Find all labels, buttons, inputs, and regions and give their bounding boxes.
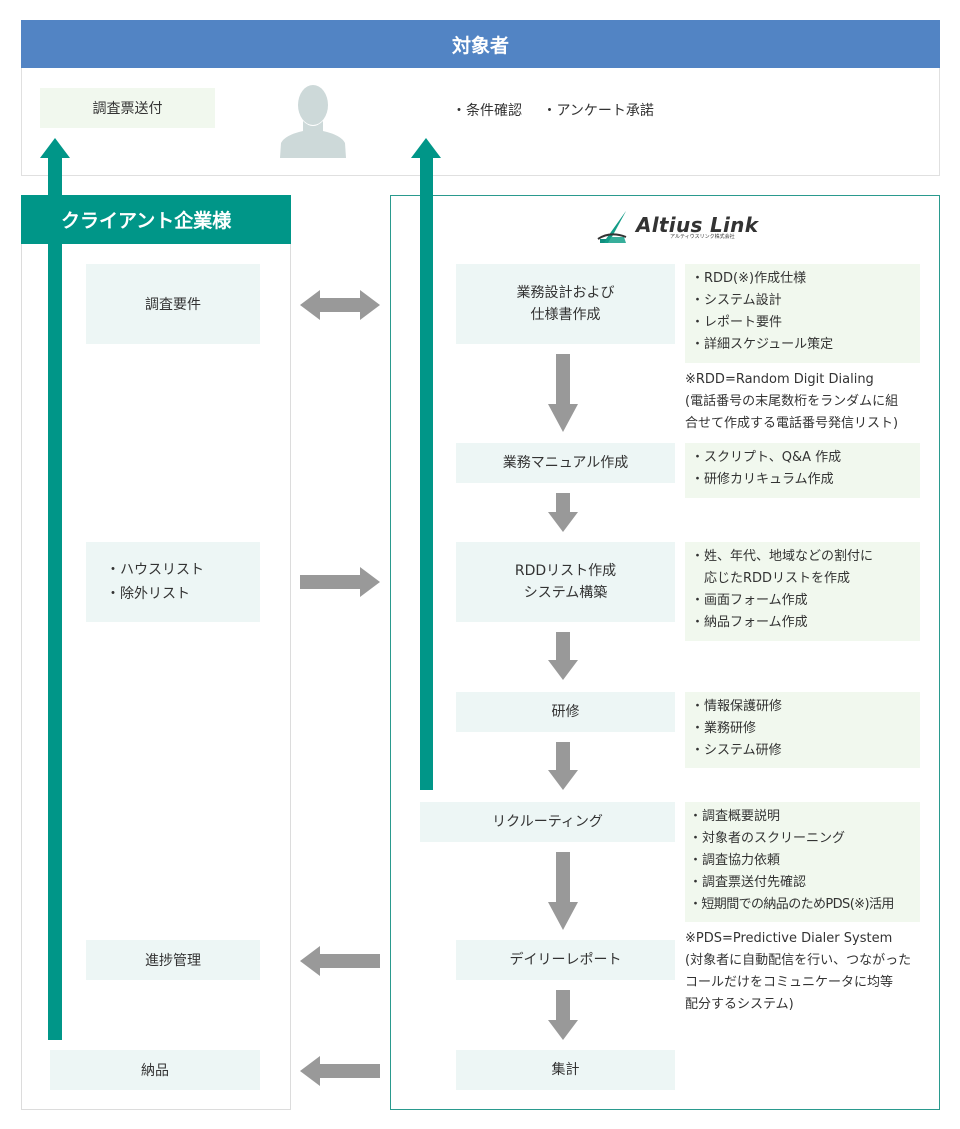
left-arrow-delivery <box>300 1056 380 1086</box>
note-design-spec: ・RDD(※)作成仕様 ・システム設計 ・レポート要件 ・詳細スケジュール策定 <box>685 264 920 363</box>
down-arrow-1 <box>548 354 578 432</box>
note-item: ・レポート要件 <box>691 315 783 330</box>
step-line: 研修 <box>551 704 580 720</box>
down-arrow-5 <box>548 852 578 930</box>
footnote-line: (電話番号の末尾数桁をランダムに組 <box>685 394 899 409</box>
footnote-line: 合せて作成する電話番号発信リスト) <box>685 416 899 431</box>
altius-logo: Altius Link アルティウスリンク株式会社 <box>596 207 758 247</box>
note-item: ・調査概要説明 <box>689 809 781 824</box>
note-item: ・研修カリキュラム作成 <box>691 472 834 487</box>
step-training: 研修 <box>456 692 675 732</box>
note-rdd-list: ・姓、年代、地域などの割付に 応じたRDDリストを作成 ・画面フォーム作成 ・納… <box>685 542 920 641</box>
survey-send-box: 調査票送付 <box>40 88 215 128</box>
note-item: ・対象者のスクリーニング <box>689 831 846 846</box>
client-box-lists: ・ハウスリスト ・除外リスト <box>86 542 260 622</box>
client-box-delivery: 納品 <box>50 1050 260 1090</box>
note-item: 応じたRDDリストを作成 <box>691 571 851 586</box>
down-arrow-3 <box>548 632 578 680</box>
down-arrow-6 <box>548 990 578 1040</box>
client-box-requirements: 調査要件 <box>86 264 260 344</box>
down-arrow-4 <box>548 742 578 790</box>
note-item: ・納品フォーム作成 <box>691 615 808 630</box>
footnote-line: 配分するシステム) <box>685 997 794 1012</box>
client-list-item: ・ハウスリスト <box>106 562 204 578</box>
altius-logo-mark-icon <box>597 211 627 243</box>
step-line: 仕様書作成 <box>530 307 601 323</box>
altius-logo-text: Altius Link <box>636 212 759 237</box>
note-item: ・調査票送付先確認 <box>689 875 807 890</box>
note-item: ・システム設計 <box>691 293 782 308</box>
step-line: RDDリスト作成 <box>514 563 617 579</box>
step-manual: 業務マニュアル作成 <box>456 443 675 483</box>
footnote-line: ※RDD=Random Digit Dialing <box>685 372 874 387</box>
footnote-line: (対象者に自動配信を行い、つながった <box>685 953 912 968</box>
step-recruiting: リクルーティング <box>420 802 675 842</box>
step-line: 業務設計および <box>516 285 615 301</box>
note-recruiting: ・調査概要説明 ・対象者のスクリーニング ・調査協力依頼 ・調査票送付先確認 ・… <box>685 802 920 922</box>
footnote-pds: ※PDS=Predictive Dialer System (対象者に自動配信を… <box>685 928 911 1016</box>
teal-up-arrow-left <box>40 138 70 1040</box>
note-item: ・画面フォーム作成 <box>691 593 808 608</box>
step-line: システム構築 <box>523 585 608 601</box>
step-aggregation: 集計 <box>456 1050 675 1090</box>
target-items: ・条件確認 ・アンケート承諾 <box>452 100 670 120</box>
note-item: ・詳細スケジュール策定 <box>691 337 834 352</box>
step-design-spec: 業務設計および 仕様書作成 <box>456 264 675 344</box>
client-box-progress: 進捗管理 <box>86 940 260 980</box>
step-daily-report: デイリーレポート <box>456 940 675 980</box>
right-arrow-lists <box>300 567 380 597</box>
footnote-line: ※PDS=Predictive Dialer System <box>685 931 893 946</box>
teal-up-arrow-right <box>411 138 441 790</box>
footnote-rdd: ※RDD=Random Digit Dialing (電話番号の末尾数桁をランダ… <box>685 369 898 435</box>
note-item: ・短期間での納品のためPDS(※)活用 <box>689 897 894 912</box>
step-line: 集計 <box>551 1062 580 1078</box>
step-line: リクルーティング <box>492 814 603 830</box>
note-item: ・RDD(※)作成仕様 <box>691 271 807 286</box>
client-header: クライアント企業様 <box>21 195 291 244</box>
note-item: ・システム研修 <box>691 743 782 758</box>
double-arrow-requirements <box>300 290 380 320</box>
down-arrow-2 <box>548 493 578 532</box>
target-item: ・アンケート承諾 <box>542 103 654 119</box>
note-item: ・情報保護研修 <box>691 699 783 714</box>
step-rdd-list: RDDリスト作成 システム構築 <box>456 542 675 622</box>
note-manual: ・スクリプト、Q&A 作成 ・研修カリキュラム作成 <box>685 443 920 498</box>
step-line: デイリーレポート <box>509 952 622 968</box>
left-arrow-progress <box>300 946 380 976</box>
altius-logo-subtext: アルティウスリンク株式会社 <box>670 233 735 240</box>
step-line: 業務マニュアル作成 <box>502 455 629 471</box>
note-training: ・情報保護研修 ・業務研修 ・システム研修 <box>685 692 920 768</box>
target-header: 対象者 <box>21 20 940 68</box>
person-icon <box>280 85 346 158</box>
note-item: ・業務研修 <box>691 721 757 736</box>
note-item: ・姓、年代、地域などの割付に <box>691 549 874 564</box>
note-item: ・スクリプト、Q&A 作成 <box>691 450 842 465</box>
footnote-line: コールだけをコミュニケータに均等 <box>685 975 894 990</box>
client-list-item: ・除外リスト <box>106 586 190 602</box>
note-item: ・調査協力依頼 <box>689 853 781 868</box>
target-item: ・条件確認 <box>452 103 522 119</box>
